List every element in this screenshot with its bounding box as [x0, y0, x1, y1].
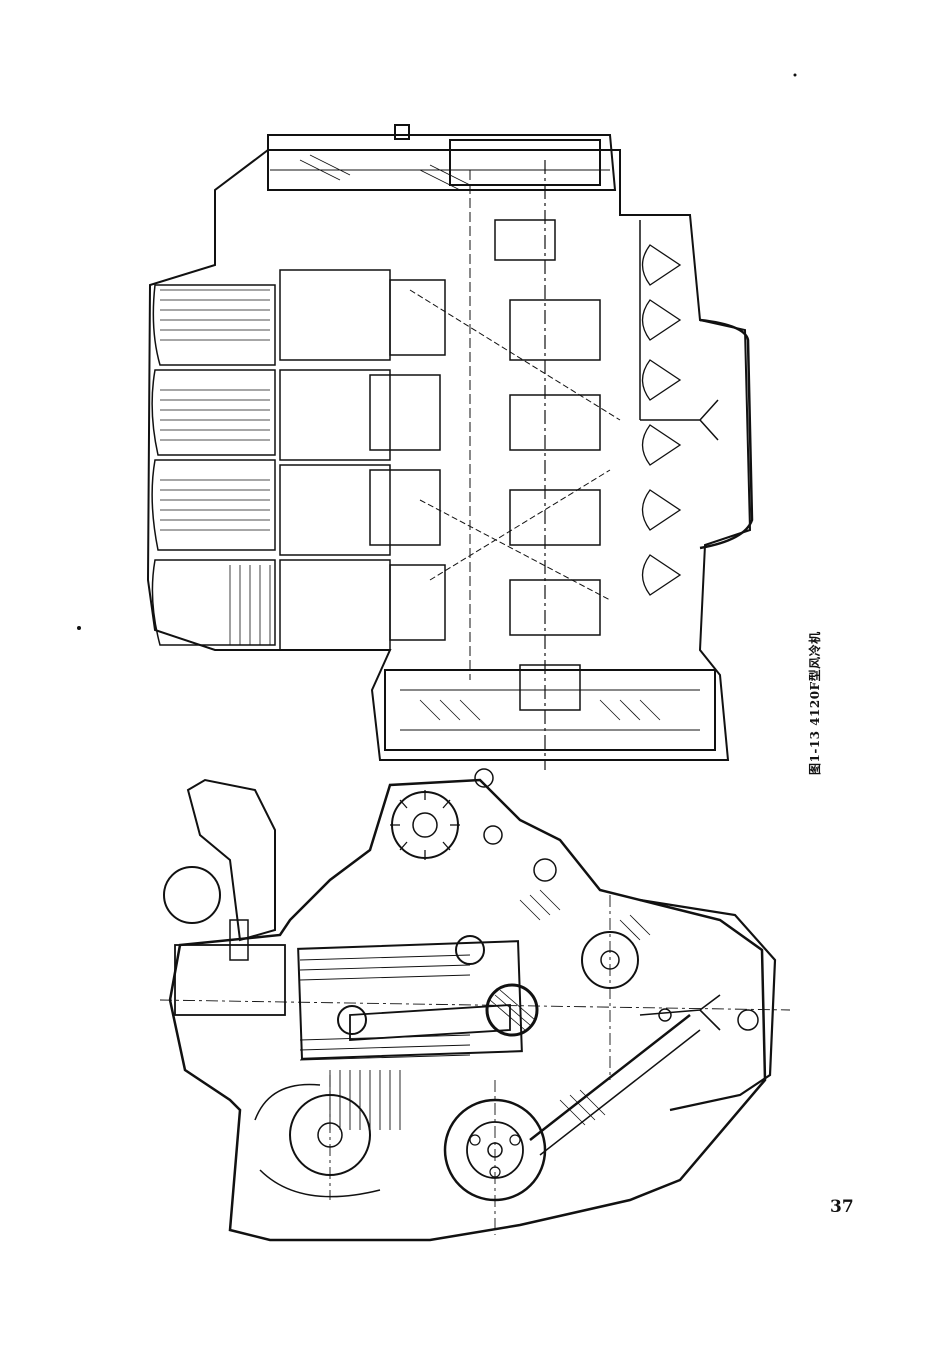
flywheel-housing	[384, 669, 716, 751]
crankcase-outline	[146, 149, 752, 761]
cross-connecting-rod	[349, 1004, 511, 1041]
cross-oil-pan	[639, 898, 777, 1112]
cross-cylinder-barrel	[297, 940, 523, 1060]
fan-housing	[267, 134, 617, 191]
oil-pickup	[639, 220, 719, 441]
longitudinal-section-view	[146, 124, 754, 770]
fan-pulley	[449, 139, 601, 186]
crank-pin	[485, 983, 539, 1037]
page-number: 37	[830, 1197, 854, 1217]
piston-pin	[337, 1005, 367, 1035]
crank-bearings	[494, 219, 601, 711]
cylinder-head-fins	[160, 289, 281, 645]
cylinder-4	[279, 559, 391, 651]
camshaft-lobes	[641, 244, 682, 596]
fan-belt	[529, 1014, 691, 1141]
cross-section-casing	[168, 778, 767, 1242]
cylinder-group	[279, 269, 391, 651]
pistons	[369, 279, 446, 641]
cylinder-1	[279, 269, 391, 361]
cross-cylinder-fins	[299, 954, 471, 1130]
cross-section-view	[159, 768, 791, 1242]
cylinder-3	[279, 464, 391, 556]
oil-pan	[699, 318, 754, 550]
cross-camshaft	[455, 935, 485, 965]
cylinder-2	[279, 369, 391, 461]
figure-caption: 图1-13 4120F型风冷机	[808, 631, 822, 775]
intake-manifold	[186, 778, 276, 942]
